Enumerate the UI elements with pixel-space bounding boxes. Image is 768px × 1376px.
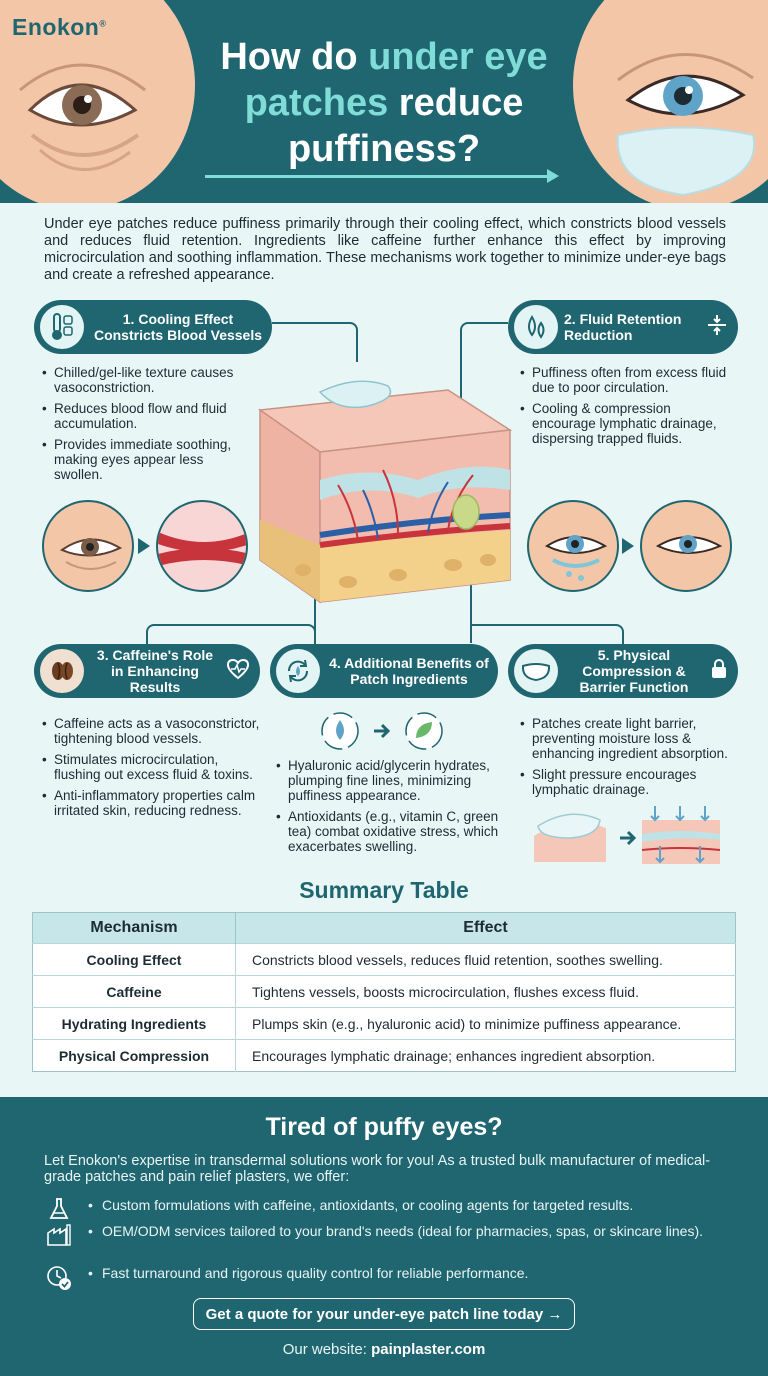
column-header: Mechanism: [32, 912, 236, 944]
list-item: Slight pressure encourages lymphatic dra…: [520, 767, 742, 797]
patch-icon: [514, 649, 558, 693]
column-header: Effect: [235, 912, 736, 944]
mechanism-5-header: 5. Physical Compression & Barrier Functi…: [508, 644, 738, 698]
intro-paragraph: Under eye patches reduce puffiness prima…: [44, 216, 726, 283]
get-quote-button[interactable]: Get a quote for your under-eye patch lin…: [193, 1298, 575, 1330]
table-cell: Constricts blood vessels, reduces fluid …: [235, 943, 736, 976]
mechanism-2-header: 2. Fluid Retention Reduction: [508, 300, 738, 354]
offer-item: Custom formulations with caffeine, antio…: [44, 1197, 734, 1223]
cta-footer: Tired of puffy eyes? Let Enokon's expert…: [0, 1097, 768, 1376]
offer-item: OEM/ODM services tailored to your brand'…: [44, 1223, 734, 1249]
table-row: Cooling Effect Constricts blood vessels,…: [32, 943, 736, 976]
list-item: Chilled/gel-like texture causes vasocons…: [42, 365, 252, 395]
summary-table: Mechanism Effect Cooling Effect Constric…: [32, 912, 736, 1072]
list-item: Hyaluronic acid/glycerin hydrates, plump…: [276, 758, 506, 803]
arrow-right-icon: [622, 538, 634, 554]
table-cell: Physical Compression: [32, 1039, 236, 1072]
connector-line: [460, 322, 508, 472]
mechanism-1-header: 1. Cooling Effect Constricts Blood Vesse…: [34, 300, 272, 354]
list-item: Provides immediate soothing, making eyes…: [42, 437, 252, 482]
cta-title: Tired of puffy eyes?: [265, 1113, 503, 1141]
summary-title: Summary Table: [299, 877, 469, 903]
table-cell: Tightens vessels, boosts microcirculatio…: [235, 975, 736, 1008]
page-title: How do under eye patches reduce puffines…: [220, 36, 548, 170]
connector-line: [470, 624, 624, 644]
list-item: Reduces blood flow and fluid accumulatio…: [42, 401, 252, 431]
mechanism-3-bullets: Caffeine acts as a vasoconstrictor, tigh…: [42, 716, 264, 824]
offer-item: Fast turnaround and rigorous quality con…: [44, 1265, 734, 1291]
cycle-icon: [276, 649, 320, 693]
enokon-logo[interactable]: Enokon®: [12, 14, 107, 40]
website-link[interactable]: painplaster.com: [371, 1341, 486, 1358]
skin-cross-section-illustration: [257, 380, 513, 604]
compression-illustration: [530, 806, 724, 871]
mechanism-5-bullets: Patches create light barrier, preventing…: [520, 716, 742, 803]
list-item: Stimulates microcirculation, flushing ou…: [42, 752, 264, 782]
hydration-icons: [318, 710, 448, 757]
teary-puffy-eye-circle: [527, 500, 619, 592]
list-item: Antioxidants (e.g., vitamin C, green tea…: [276, 809, 506, 854]
table-row: Hydrating Ingredients Plumps skin (e.g.,…: [32, 1007, 736, 1040]
table-cell: Cooling Effect: [32, 943, 236, 976]
list-item: Caffeine acts as a vasoconstrictor, tigh…: [42, 716, 264, 746]
table-cell: Plumps skin (e.g., hyaluronic acid) to m…: [235, 1007, 736, 1040]
mechanism-1-bullets: Chilled/gel-like texture causes vasocons…: [42, 365, 252, 488]
heart-pulse-icon: [226, 658, 250, 685]
flask-icon: [44, 1197, 74, 1223]
puffy-eye-illustration: [0, 0, 195, 203]
factory-icon: [44, 1223, 74, 1249]
coffee-bean-icon: [40, 649, 84, 693]
title-arrow-icon: [205, 169, 559, 183]
thermometer-icon: [40, 305, 84, 349]
list-item: Puffiness often from excess fluid due to…: [520, 365, 735, 395]
table-cell: Hydrating Ingredients: [32, 1007, 236, 1040]
list-item: Patches create light barrier, preventing…: [520, 716, 742, 761]
table-cell: Caffeine: [32, 975, 236, 1008]
table-row: Caffeine Tightens vessels, boosts microc…: [32, 975, 736, 1008]
header-banner: Enokon® How do under eye patches reduce …: [0, 0, 768, 203]
lock-icon: [710, 658, 728, 685]
table-row: Physical Compression Encourages lymphati…: [32, 1039, 736, 1072]
puffy-eye-circle: [42, 500, 134, 592]
refreshed-eye-circle: [640, 500, 732, 592]
mechanism-4-bullets: Hyaluronic acid/glycerin hydrates, plump…: [276, 758, 506, 860]
constricted-vessel-circle: [156, 500, 248, 592]
website-line: Our website: painplaster.com: [282, 1341, 486, 1358]
mechanism-2-bullets: Puffiness often from excess fluid due to…: [520, 365, 735, 452]
arrow-right-icon: [138, 538, 150, 554]
list-item: Cooling & compression encourage lymphati…: [520, 401, 735, 446]
connector-line: [146, 624, 316, 644]
refreshed-eye-with-patch-illustration: [573, 0, 768, 203]
mechanism-4-header: 4. Additional Benefits of Patch Ingredie…: [270, 644, 498, 698]
clock-check-icon: [44, 1265, 74, 1291]
droplets-icon: [514, 305, 558, 349]
connector-line: [272, 322, 358, 362]
table-header-row: Mechanism Effect: [32, 912, 736, 944]
compress-icon: [706, 313, 728, 342]
connector-line: [470, 565, 624, 643]
mechanism-3-header: 3. Caffeine's Role in Enhancing Results: [34, 644, 260, 698]
cta-text: Let Enokon's expertise in transdermal so…: [44, 1153, 711, 1185]
list-item: Anti-inflammatory properties calm irrita…: [42, 788, 264, 818]
table-cell: Encourages lymphatic drainage; enhances …: [235, 1039, 736, 1072]
